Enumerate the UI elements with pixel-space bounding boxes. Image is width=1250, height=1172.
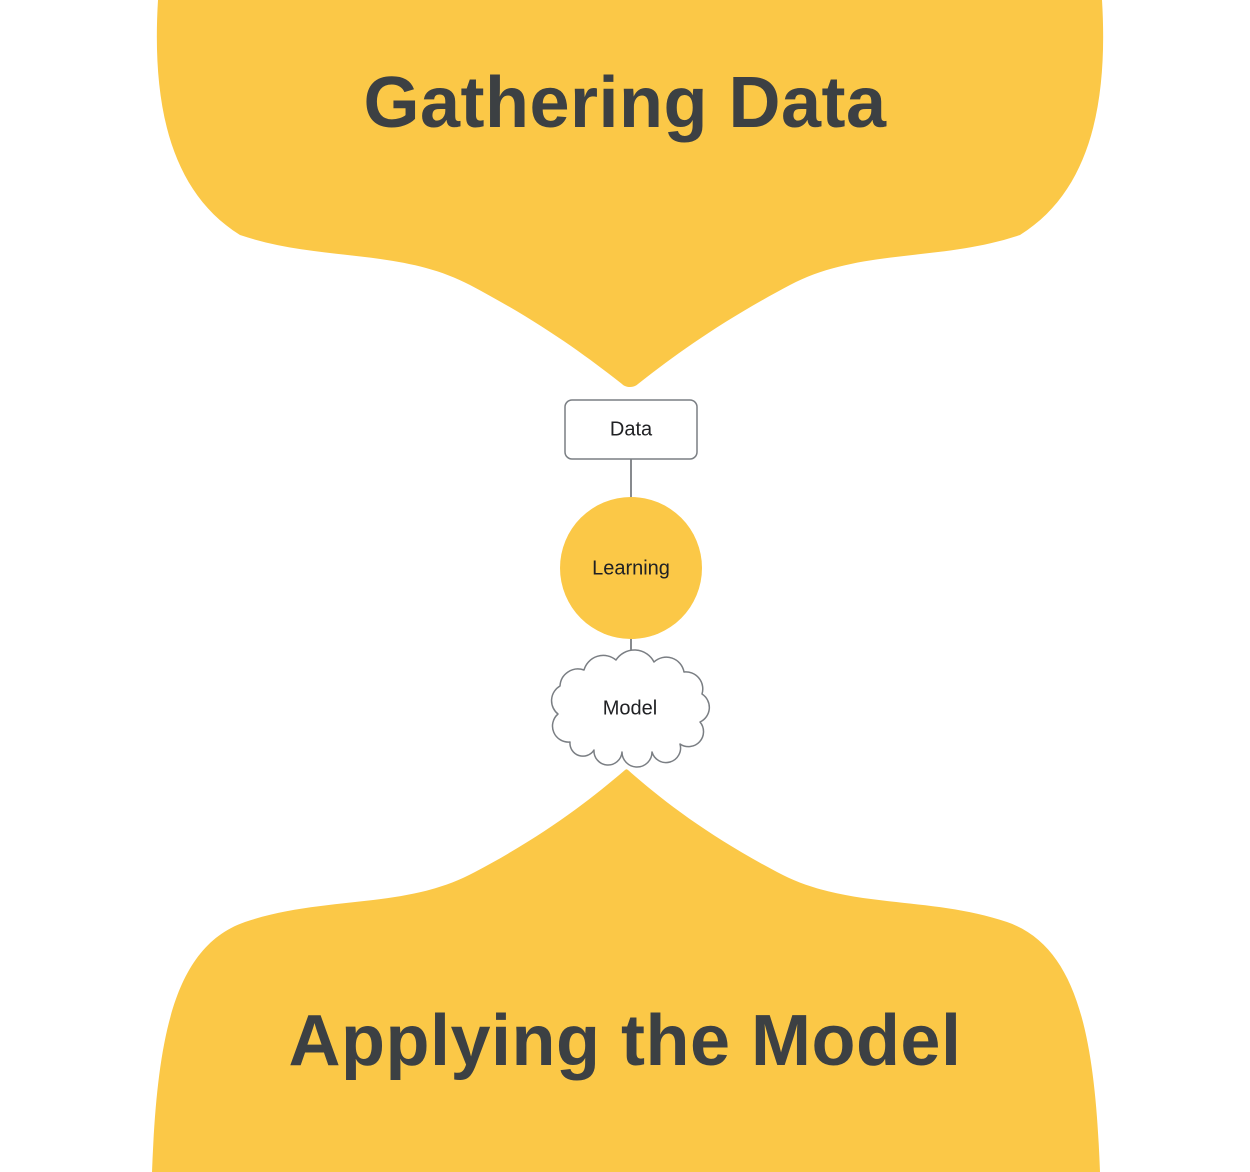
- model-cloud: [550, 649, 711, 768]
- data-label: Data: [609, 418, 653, 441]
- gathering-data-title: Gathering Data: [363, 63, 887, 143]
- learning-label: Learning: [592, 557, 670, 580]
- model-label: Model: [602, 697, 658, 720]
- data-box: [564, 399, 698, 460]
- gathering-data-blob: [156, 0, 1104, 387]
- applying-model-blob: [152, 769, 1100, 1172]
- learning-circle: [560, 497, 702, 639]
- applying-model-title: Applying the Model: [288, 1001, 962, 1081]
